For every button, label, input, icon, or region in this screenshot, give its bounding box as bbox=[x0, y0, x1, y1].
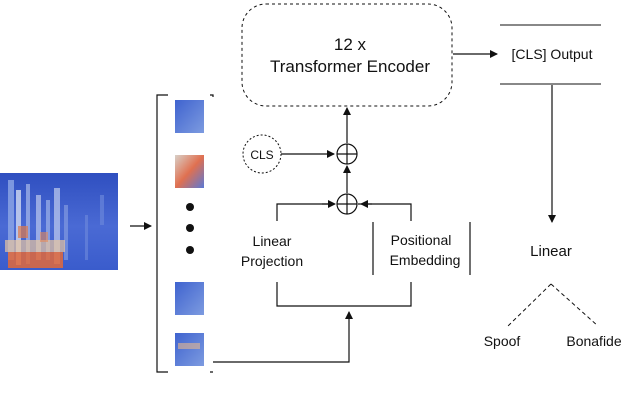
bonafide-label: Bonafide bbox=[566, 333, 621, 349]
add-node-lower bbox=[336, 193, 358, 215]
ellipsis-dot-3 bbox=[186, 246, 194, 254]
positional-embedding-label-1: Positional bbox=[391, 232, 452, 248]
embedding-block-bracket bbox=[276, 203, 412, 307]
input-spectrogram bbox=[0, 173, 118, 270]
patches-to-embedding-line bbox=[213, 311, 353, 363]
spoof-label: Spoof bbox=[484, 333, 521, 349]
patch-bracket-right bbox=[210, 94, 214, 373]
cls-output-label: [CLS] Output bbox=[512, 46, 593, 62]
positional-embedding-label-2: Embedding bbox=[390, 252, 461, 268]
patch-bracket-left bbox=[156, 94, 168, 373]
ellipsis-dot-1 bbox=[186, 203, 194, 211]
transformer-encoder-box bbox=[241, 3, 453, 107]
patch-3 bbox=[175, 282, 204, 315]
encoder-label-1: 12 x bbox=[334, 35, 367, 54]
linear-projection-label-2: Projection bbox=[241, 253, 303, 269]
branch-to-spoof bbox=[507, 283, 552, 327]
add-node-upper bbox=[336, 143, 358, 165]
ellipsis-dot-2 bbox=[186, 224, 194, 232]
linear-head-label: Linear bbox=[530, 243, 572, 260]
linear-projection-label-1: Linear bbox=[253, 233, 292, 249]
patch-1 bbox=[175, 100, 204, 133]
cls-token-label: CLS bbox=[250, 148, 273, 162]
patch-4 bbox=[175, 333, 204, 366]
patch-2 bbox=[175, 155, 204, 188]
branch-to-bonafide bbox=[550, 283, 599, 327]
encoder-label-2: Transformer Encoder bbox=[270, 57, 430, 76]
